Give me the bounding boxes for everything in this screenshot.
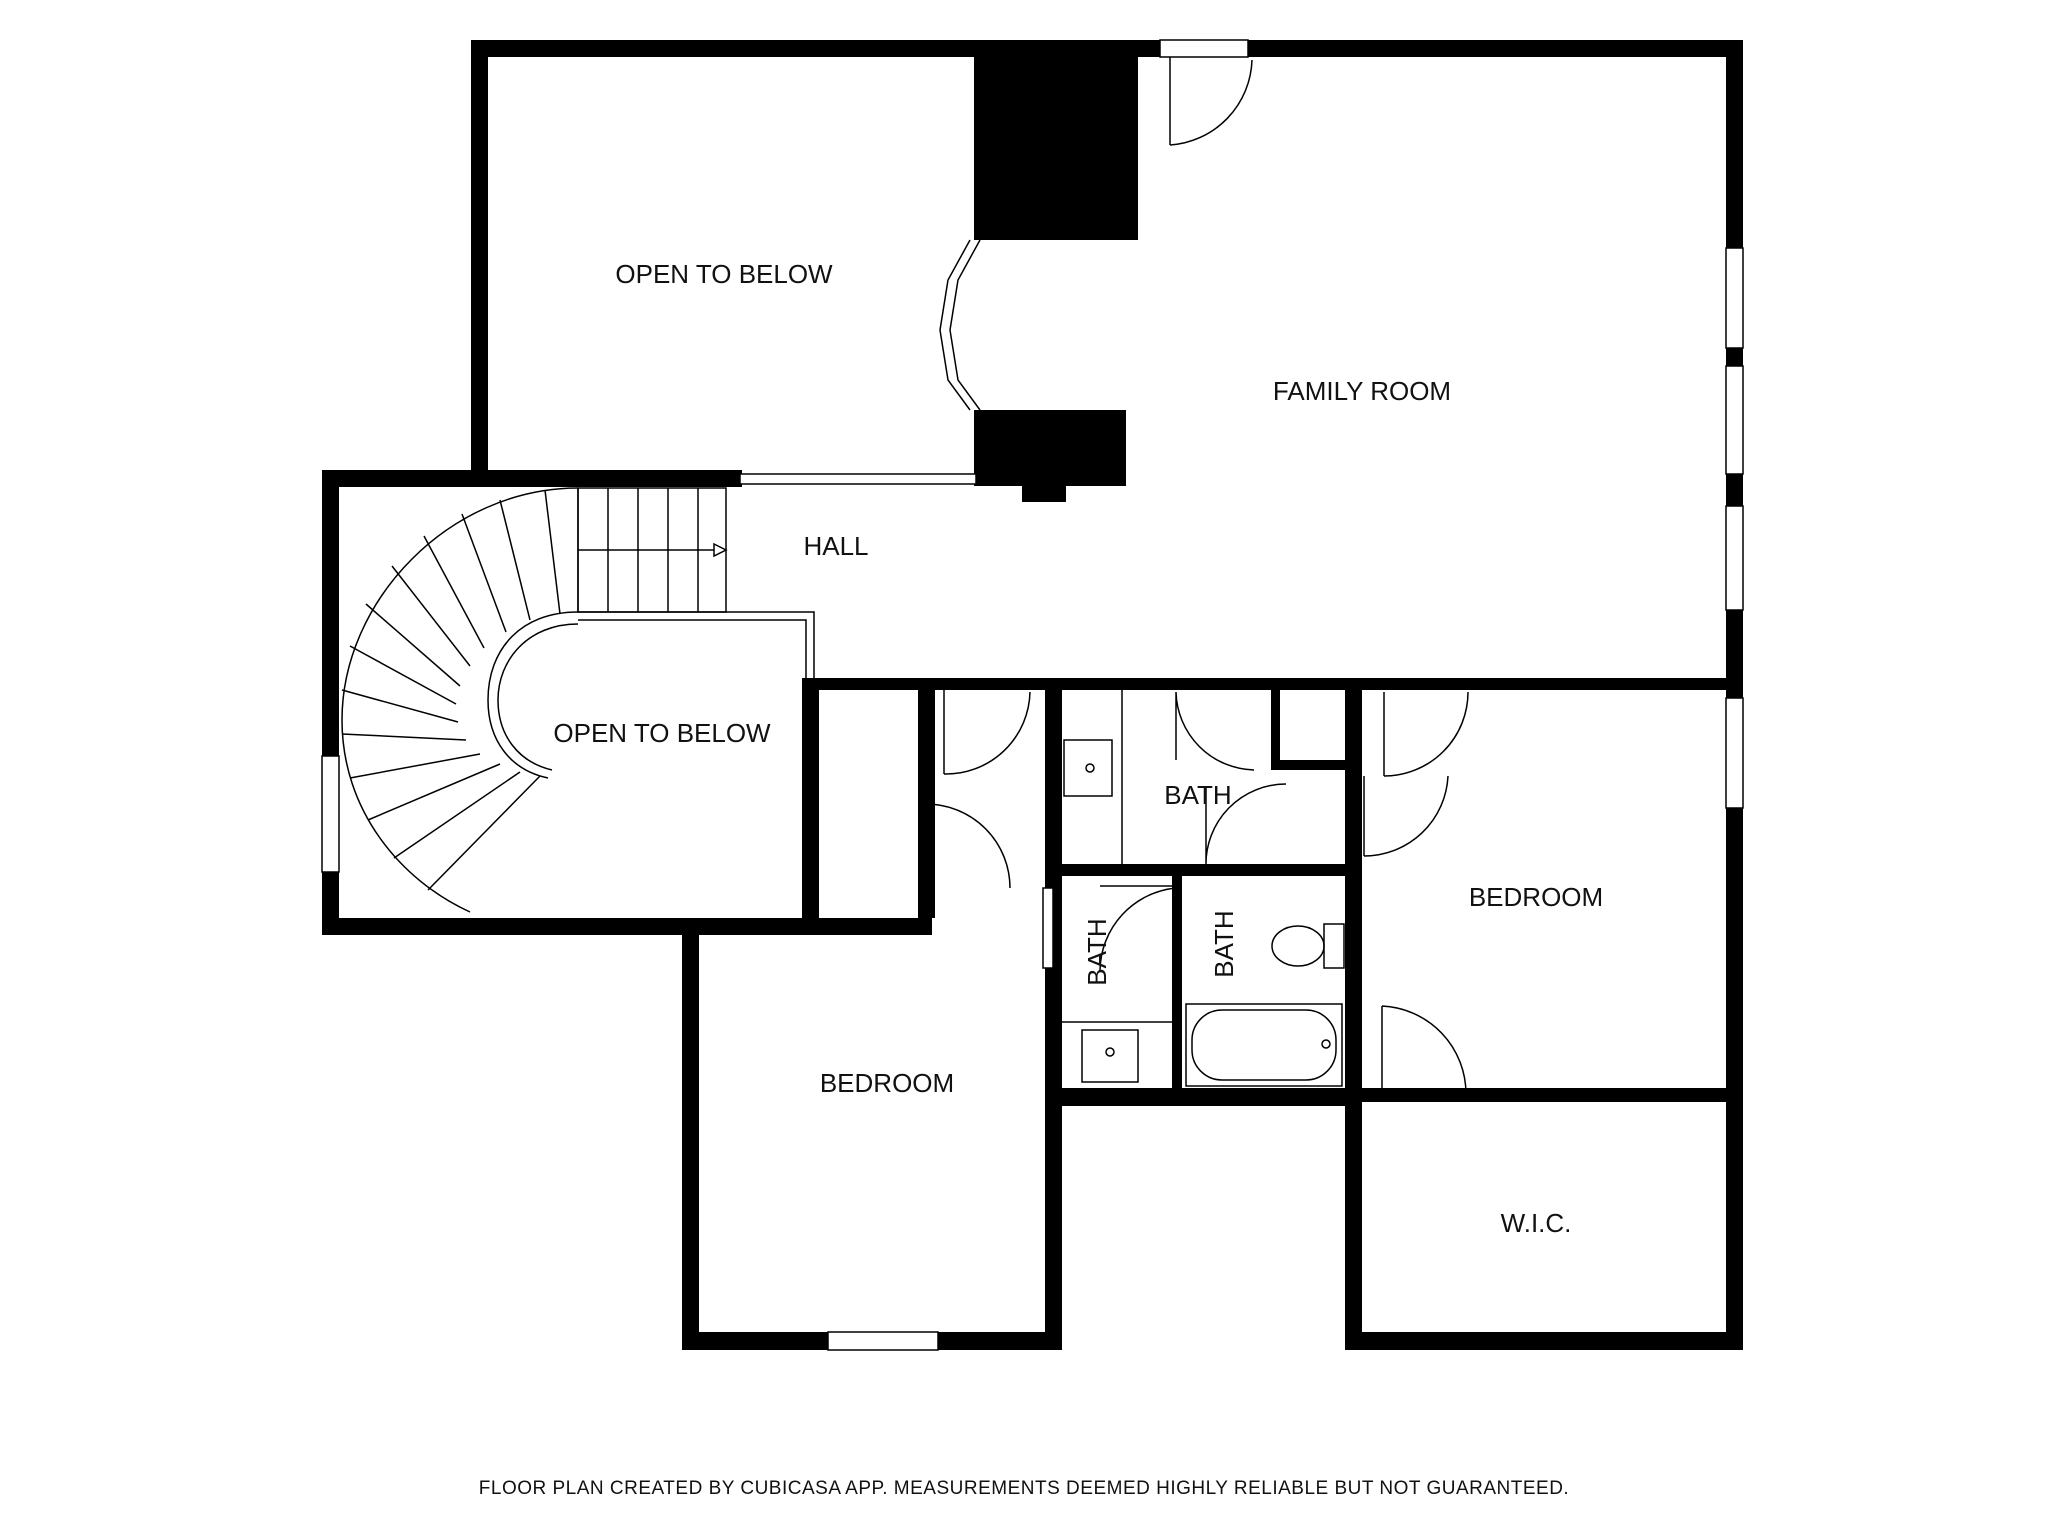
tub-drain-icon bbox=[1321, 1039, 1331, 1049]
room-labels: OPEN TO BELOW FAMILY ROOM HALL OPEN TO B… bbox=[553, 259, 1603, 1238]
door bbox=[1205, 783, 1287, 867]
door bbox=[1099, 885, 1177, 971]
window bbox=[1725, 247, 1744, 349]
drain-icon bbox=[1105, 1047, 1115, 1057]
wall bbox=[471, 40, 488, 480]
window bbox=[1042, 887, 1054, 969]
stair-tread bbox=[341, 689, 459, 723]
footer-disclaimer: FLOOR PLAN CREATED BY CUBICASA APP. MEAS… bbox=[479, 1478, 1569, 1499]
room-label-bedroom-right: BEDROOM bbox=[1469, 882, 1603, 912]
wall bbox=[1045, 678, 1062, 1350]
wall bbox=[1345, 1332, 1743, 1350]
wall bbox=[1352, 1088, 1743, 1102]
toilet-tank-icon bbox=[1323, 923, 1345, 969]
door bbox=[1175, 691, 1255, 771]
sink-icon bbox=[1081, 1029, 1139, 1083]
wall bbox=[1271, 760, 1355, 770]
room-label-open-to-below-stair: OPEN TO BELOW bbox=[553, 718, 771, 748]
wall bbox=[1172, 864, 1182, 1088]
tub-basin bbox=[1191, 1009, 1337, 1081]
chimney bbox=[1022, 480, 1066, 502]
wall bbox=[322, 470, 742, 487]
door bbox=[925, 803, 1011, 889]
wall bbox=[1271, 678, 1280, 764]
stair-tread bbox=[427, 775, 541, 891]
window bbox=[739, 473, 977, 485]
room-label-bath-upper: BATH bbox=[1164, 780, 1231, 810]
wall bbox=[1345, 678, 1362, 1106]
wall bbox=[682, 918, 699, 1348]
window bbox=[827, 1331, 939, 1351]
drain-icon bbox=[1085, 763, 1095, 773]
stair-arrow-head bbox=[713, 542, 728, 558]
wall bbox=[1345, 1098, 1362, 1350]
stair-tread bbox=[349, 753, 481, 779]
room-label-bedroom-left: BEDROOM bbox=[820, 1068, 954, 1098]
fixtures bbox=[1045, 690, 1345, 1107]
wall bbox=[322, 918, 932, 935]
chimney bbox=[974, 40, 1138, 240]
door bbox=[943, 690, 1031, 775]
room-label-family-room: FAMILY ROOM bbox=[1273, 376, 1451, 406]
sink-icon bbox=[1063, 739, 1113, 797]
chimney bbox=[974, 410, 1126, 486]
stair-tread bbox=[391, 565, 471, 667]
door bbox=[1169, 57, 1253, 146]
wall bbox=[1182, 864, 1352, 874]
stair-tread bbox=[499, 499, 531, 621]
window bbox=[1725, 697, 1744, 809]
walls bbox=[322, 40, 1743, 1350]
tub-icon bbox=[1185, 1003, 1343, 1087]
room-label-open-to-below-top: OPEN TO BELOW bbox=[615, 259, 833, 289]
toilet-bowl-icon bbox=[1271, 925, 1325, 967]
stair-tread bbox=[349, 645, 457, 705]
bay-curve bbox=[939, 239, 981, 411]
window bbox=[1159, 39, 1249, 58]
windows bbox=[321, 39, 1744, 1351]
door bbox=[1363, 775, 1449, 857]
stair-tread bbox=[544, 489, 561, 615]
stair-tread bbox=[367, 763, 501, 821]
room-label-bath-right: BATH bbox=[1209, 910, 1239, 977]
wall bbox=[802, 678, 819, 918]
window bbox=[321, 755, 340, 873]
wall bbox=[1726, 40, 1743, 1350]
wall bbox=[1045, 1088, 1355, 1106]
staircase bbox=[341, 487, 815, 913]
window bbox=[1725, 365, 1744, 475]
stair-tread bbox=[461, 513, 507, 633]
window bbox=[1725, 505, 1744, 611]
stair-tread bbox=[365, 603, 461, 687]
room-label-hall: HALL bbox=[803, 531, 868, 561]
room-label-wic: W.I.C. bbox=[1501, 1208, 1572, 1238]
stair-tread bbox=[393, 771, 521, 859]
stair-tread bbox=[341, 733, 467, 741]
room-label-bath-left: BATH bbox=[1082, 918, 1112, 985]
stair-tread bbox=[423, 535, 485, 649]
doors bbox=[925, 57, 1469, 1095]
door bbox=[1381, 1005, 1467, 1095]
wall bbox=[918, 678, 935, 918]
door bbox=[1383, 691, 1469, 777]
